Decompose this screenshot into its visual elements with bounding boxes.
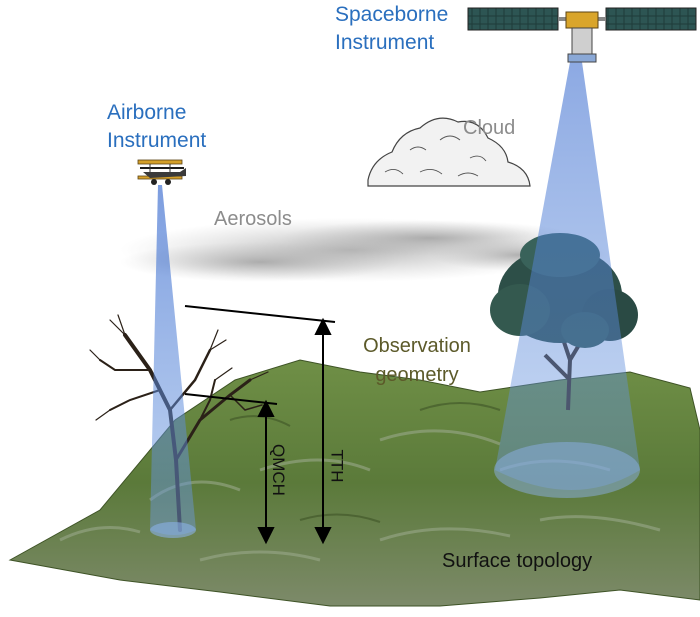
measurement-lines (184, 305, 336, 545)
airborne-label-line1: Airborne (107, 101, 187, 124)
observation-label-line1: Observation (363, 335, 471, 357)
aerosols-label: Aerosols (214, 208, 292, 230)
cloud-icon (367, 117, 531, 187)
airplane-icon (137, 159, 186, 185)
spaceborne-label-line1: Spaceborne (335, 3, 449, 26)
spaceborne-label-line2: Instrument (335, 31, 435, 54)
cloud-label: Cloud (463, 117, 516, 139)
surface-topology-label: Surface topology (442, 550, 593, 572)
observation-label-line2: geometry (375, 364, 459, 386)
tth-label: TTH (327, 449, 347, 483)
spaceborne-beam (495, 62, 640, 490)
airborne-label-line2: Instrument (107, 129, 207, 152)
spaceborne-footprint (494, 442, 640, 498)
airborne-footprint (150, 522, 196, 538)
qmch-label: QMCH (268, 444, 288, 496)
airborne-beam (150, 185, 196, 535)
satellite-icon (467, 7, 697, 63)
